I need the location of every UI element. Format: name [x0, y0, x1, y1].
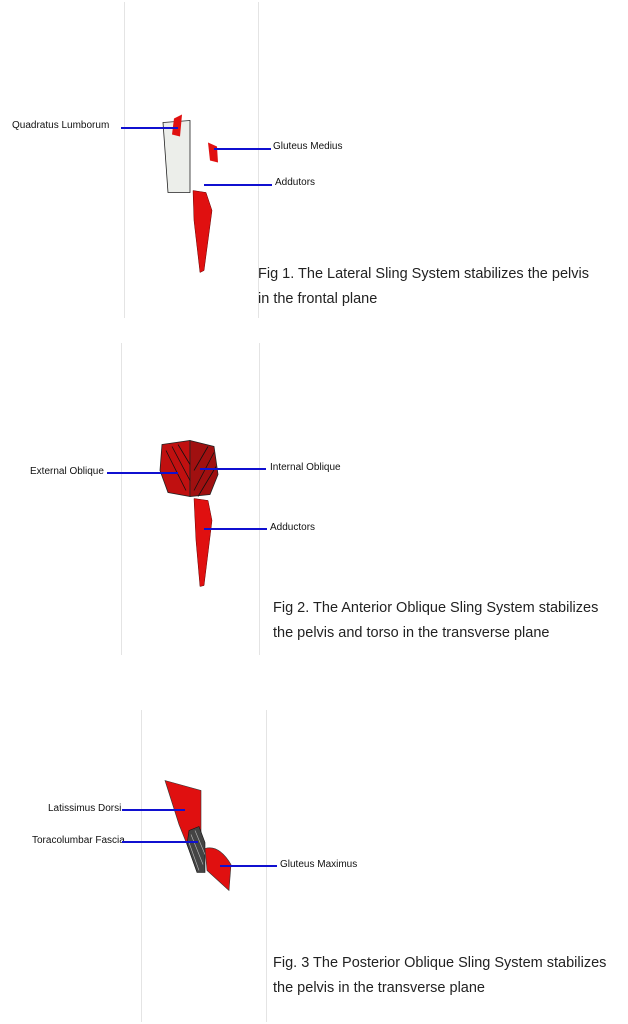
figure-2-caption: Fig 2. The Anterior Oblique Sling System… — [273, 596, 598, 646]
caption-line: Fig. 3 The Posterior Oblique Sling Syste… — [273, 955, 607, 971]
adductors-muscle — [193, 498, 213, 587]
leader-line — [204, 184, 272, 186]
leader-line — [200, 468, 266, 470]
adductors-muscle — [192, 190, 213, 273]
figure-3-caption: Fig. 3 The Posterior Oblique Sling Syste… — [273, 951, 606, 1001]
figure-1-caption: Fig 1. The Lateral Sling System stabiliz… — [258, 262, 589, 312]
leader-line — [107, 472, 178, 474]
caption-line: the pelvis in the transverse plane — [273, 980, 485, 996]
label-latissimus-dorsi: Latissimus Dorsi — [48, 803, 122, 814]
gluteus-medius-muscle — [208, 142, 218, 163]
label-quadratus-lumborum: Quadratus Lumborum — [12, 120, 110, 131]
leader-line — [220, 865, 277, 867]
gluteus-maximus-muscle — [204, 847, 232, 892]
figure-1-panel — [124, 2, 259, 318]
quadratus-lumborum-muscle — [172, 114, 182, 137]
label-external-oblique: External Oblique — [30, 466, 104, 477]
caption-line: the pelvis and torso in the transverse p… — [273, 625, 550, 641]
leader-line — [122, 841, 198, 843]
leader-line — [121, 127, 178, 129]
label-toracolumbar-fascia: Toracolumbar Fascia — [32, 835, 125, 846]
label-gluteus-medius: Gluteus Medius — [273, 141, 343, 152]
label-adductors: Addutors — [275, 177, 316, 188]
label-gluteus-maximus: Gluteus Maximus — [280, 859, 358, 870]
leader-line — [214, 148, 271, 150]
thoracolumbar-fascia — [186, 826, 206, 873]
caption-line: in the frontal plane — [258, 291, 378, 307]
label-adductors: Adductors — [270, 522, 316, 533]
figure-3-posterior-oblique-sling — [164, 780, 232, 892]
label-internal-oblique: Internal Oblique — [270, 462, 341, 473]
figure-2-anterior-oblique-sling — [159, 439, 219, 587]
caption-line: Fig 2. The Anterior Oblique Sling System… — [273, 600, 599, 616]
figure-1-lateral-sling — [162, 114, 218, 273]
caption-line: Fig 1. The Lateral Sling System stabiliz… — [258, 266, 589, 282]
figure-2-panel — [121, 343, 260, 655]
leader-line — [122, 809, 185, 811]
leader-line — [204, 528, 267, 530]
